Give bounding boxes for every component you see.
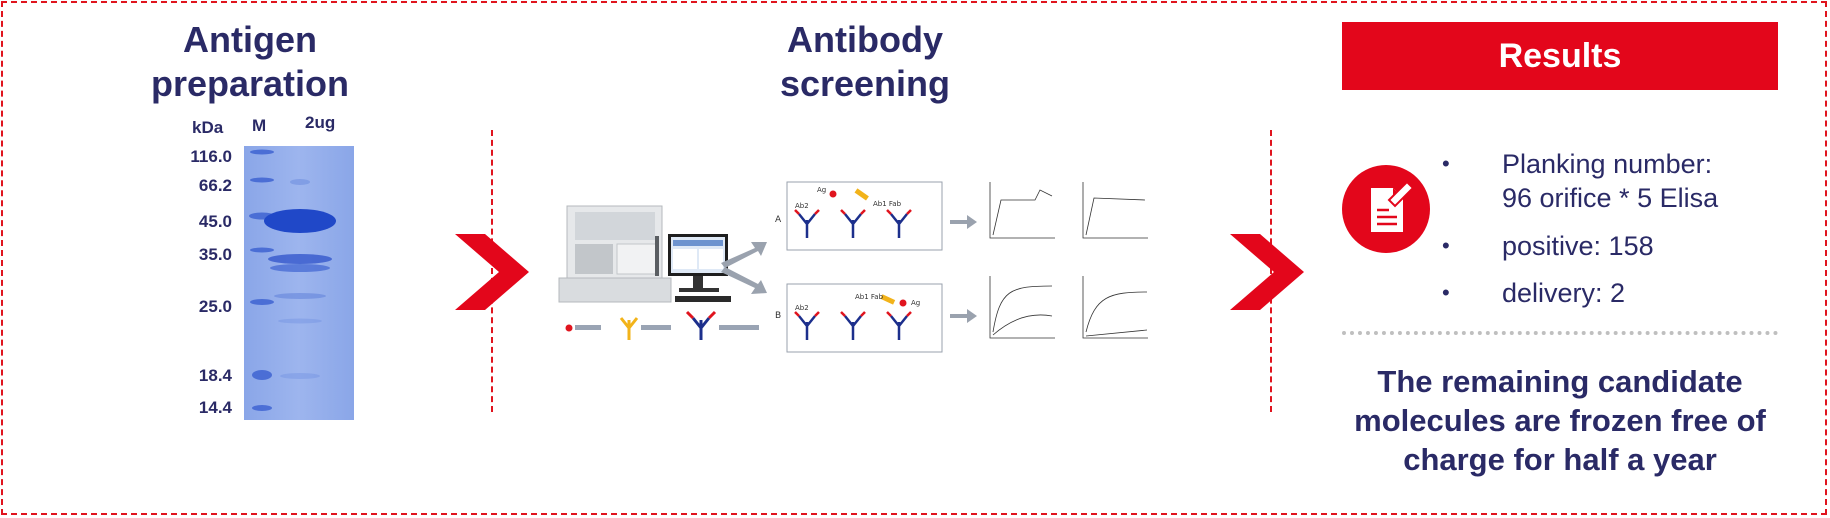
svg-text:Ab2: Ab2 bbox=[795, 304, 809, 312]
closing-statement: The remaining candidate molecules are fr… bbox=[1354, 364, 1766, 477]
main-protein-band bbox=[264, 209, 336, 233]
kda-label: kDa bbox=[192, 118, 224, 137]
arrow-chevron-icon bbox=[455, 234, 529, 310]
marker-45: 45.0 bbox=[198, 212, 232, 231]
marker-18: 18.4 bbox=[198, 366, 232, 385]
marker-lane bbox=[249, 149, 275, 411]
lane-sample-label: 2ug bbox=[305, 113, 336, 132]
marker-35: 35.0 bbox=[198, 245, 232, 264]
arrow-chevron-icon bbox=[1230, 234, 1304, 310]
instrument-icon bbox=[558, 205, 731, 303]
marker-14: 14.4 bbox=[198, 398, 232, 417]
screening-figure: A B Ag Ab2 Ab1 Fab Ab2 Ab1 Fab Ag bbox=[558, 181, 1148, 353]
lane-m-label: M bbox=[252, 116, 267, 135]
svg-text:Ag: Ag bbox=[911, 299, 920, 307]
svg-text:Ab2: Ab2 bbox=[795, 202, 809, 210]
svg-text:Ab1 Fab: Ab1 Fab bbox=[873, 200, 902, 208]
dotted-separator bbox=[1342, 331, 1778, 335]
svg-text:Ab1 Fab: Ab1 Fab bbox=[855, 293, 884, 301]
svg-text:Ag: Ag bbox=[817, 186, 826, 194]
sensorgram-plots bbox=[989, 182, 1148, 339]
panel-a-label: A bbox=[775, 215, 782, 225]
screening-title: Antibody screening bbox=[779, 19, 951, 104]
sds-page-gel bbox=[244, 146, 354, 420]
divider-2 bbox=[1270, 130, 1272, 412]
marker-66: 66.2 bbox=[198, 176, 232, 195]
sample-lane bbox=[264, 179, 336, 379]
panel-b-label: B bbox=[775, 311, 781, 321]
divider-1 bbox=[491, 130, 493, 412]
marker-25: 25.0 bbox=[198, 297, 232, 316]
antigen-title: Antigen preparation bbox=[150, 19, 350, 104]
results-banner: Results bbox=[1342, 22, 1778, 90]
marker-116: 116.0 bbox=[190, 147, 232, 166]
document-icon bbox=[1342, 165, 1430, 253]
